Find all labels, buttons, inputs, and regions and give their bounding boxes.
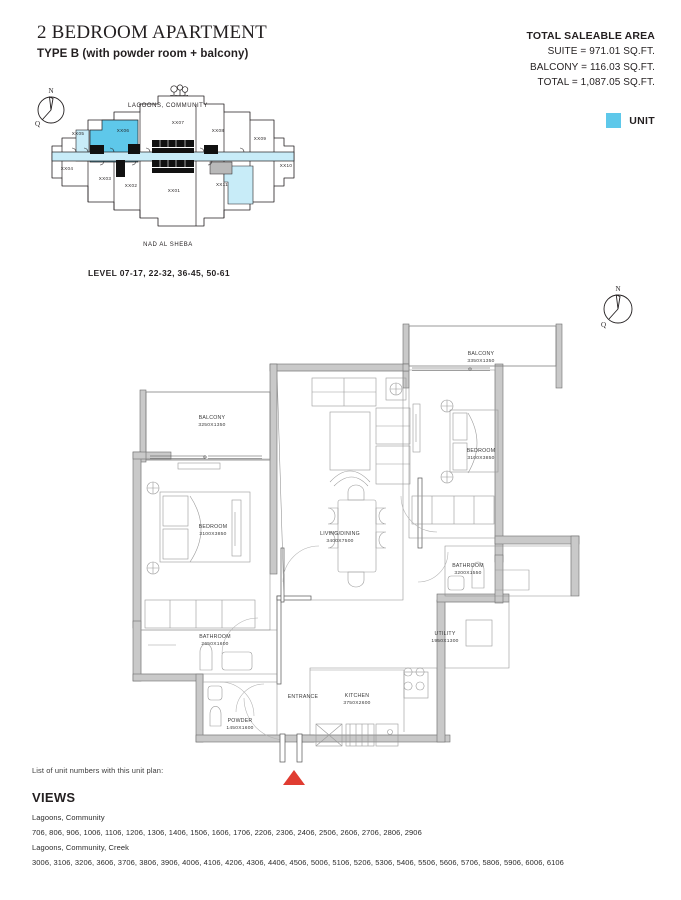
- utility-area: [444, 601, 510, 669]
- area-suite: SUITE = 971.01 SQ.FT.: [547, 46, 655, 58]
- dim-bedroom-left: 3100X3850: [199, 531, 226, 537]
- keyplan-unit-XX01: XX01: [168, 188, 181, 193]
- keyplan-context-bottom: NAD AL SHEBA: [143, 242, 193, 248]
- keyplan-unit-XX06: XX06: [117, 128, 130, 133]
- entry-marker-icon: [283, 770, 305, 785]
- keyplan-corridor: [51, 151, 295, 162]
- bedroom-left-area: [140, 458, 271, 631]
- views-group-numbers: 706, 806, 906, 1006, 1106, 1206, 1306, 1…: [32, 828, 422, 837]
- label-kitchen: KITCHEN: [345, 693, 370, 699]
- keyplan-unit-XX02: XX02: [125, 183, 138, 188]
- compass-north-label-2: N: [616, 285, 621, 293]
- label-balcony-left: BALCONY: [199, 415, 226, 421]
- area-total: TOTAL = 1,087.05 SQ.FT.: [537, 77, 655, 89]
- dim-balcony-right: 3350X1350: [467, 358, 494, 364]
- label-bedroom-left: BEDROOM: [199, 524, 228, 530]
- total-saleable-area: TOTAL SALEABLE AREA SUITE = 971.01 SQ.FT…: [527, 28, 655, 91]
- room-boundaries: [140, 369, 572, 736]
- balcony-outlines: [145, 325, 557, 461]
- bathroom-left-area: [140, 629, 278, 675]
- furniture-living: [311, 377, 411, 588]
- keyplan-door-arcs: [71, 147, 245, 166]
- keyplan-unit-XX05: XX05: [72, 131, 85, 136]
- page-title: 2 BEDROOM APARTMENT: [37, 22, 267, 43]
- compass-south-label-2: Q: [601, 321, 606, 329]
- label-bathroom-right: BATHROOM: [452, 563, 484, 569]
- dim-powder: 1450X1600: [226, 725, 253, 731]
- compass-keyplan: N Q: [32, 84, 72, 128]
- unit-list-label: List of unit numbers with this unit plan…: [32, 766, 164, 775]
- keyplan-unit-XX11: XX11: [216, 182, 228, 187]
- label-bathroom-left: BATHROOM: [199, 634, 231, 640]
- furniture-bedroom-right: [411, 399, 499, 525]
- floor-plan-drawing: BALCONY 3350X1350 BALCONY 3250X1350 BEDR…: [0, 300, 681, 770]
- views-group-title: Lagoons, Community, Creek: [32, 843, 129, 852]
- keyplan-unit-XX09: XX09: [254, 136, 267, 141]
- bathroom-right-area: [444, 545, 572, 597]
- bedroom-right-area: [408, 369, 496, 539]
- balcony-right-outline: [408, 325, 557, 367]
- keyplan-unit-labels: XX01 XX02 XX03 XX04 XX05 XX06 XX07 XX08 …: [61, 120, 293, 193]
- compass-floorplan: N Q: [598, 281, 640, 329]
- views-group-title: Lagoons, Community: [32, 813, 105, 822]
- interior-partitions: [276, 477, 423, 685]
- dim-bathroom-left: 2650X1600: [201, 641, 228, 647]
- living-area: [276, 370, 404, 601]
- kitchen-area: [309, 667, 438, 736]
- dim-bathroom-right: 3200X1550: [454, 570, 481, 576]
- key-plan-svg: XX01 XX02 XX03 XX04 XX05 XX06 XX07 XX08 …: [51, 95, 295, 227]
- key-plan: XX01 XX02 XX03 XX04 XX05 XX06 XX07 XX08 …: [28, 82, 308, 248]
- dim-bedroom-right: 3100X3850: [467, 455, 494, 461]
- label-powder: POWDER: [228, 718, 253, 724]
- powder-area: [202, 681, 278, 736]
- keyplan-highlight-unit-secondary: [209, 161, 254, 205]
- legend: UNIT: [606, 113, 655, 128]
- door-swings: [219, 495, 449, 741]
- label-entrance: ENTRANCE: [288, 694, 319, 700]
- views-group-lagoons-community-creek: Lagoons, Community, Creek 3006, 3106, 32…: [32, 843, 592, 869]
- keyplan-unit-XX03: XX03: [99, 176, 112, 181]
- dim-kitchen: 3750X2600: [343, 700, 370, 706]
- keyplan-unit-XX10: XX10: [280, 163, 293, 168]
- sliding-doors: [150, 367, 490, 459]
- views-group-numbers: 3006, 3106, 3206, 3606, 3706, 3806, 3906…: [32, 858, 564, 867]
- dim-balcony-left: 3250X1350: [198, 422, 225, 428]
- furniture-wet-areas: [148, 561, 530, 747]
- compass-north-label: N: [49, 87, 54, 95]
- furniture-bedroom-left: [144, 462, 256, 629]
- keyplan-unit-XX08: XX08: [212, 128, 225, 133]
- page-subtitle: TYPE B (with powder room + balcony): [37, 48, 249, 60]
- entry-door: [279, 733, 303, 763]
- views-group-lagoons-community: Lagoons, Community 706, 806, 906, 1006, …: [32, 813, 592, 839]
- dim-utility: 1950X1300: [431, 638, 458, 644]
- label-balcony-right: BALCONY: [468, 351, 495, 357]
- compass-south-label: Q: [35, 120, 40, 128]
- views-heading: VIEWS: [32, 790, 76, 805]
- area-balcony: BALCONY = 116.03 SQ.FT.: [529, 61, 655, 73]
- keyplan-unit-XX07: XX07: [172, 120, 185, 125]
- label-utility: UTILITY: [434, 631, 455, 637]
- label-bedroom-right: BEDROOM: [467, 448, 496, 454]
- room-labels: BALCONY 3350X1350 BALCONY 3250X1350 BEDR…: [198, 351, 495, 731]
- dim-living-dining: 3400X7500: [326, 538, 353, 544]
- label-living-dining: LIVING/DINING: [320, 531, 360, 537]
- unit-color-swatch: [606, 113, 622, 128]
- keyplan-context-top: LAGOONS, COMMUNITY: [128, 103, 208, 109]
- area-heading: TOTAL SALEABLE AREA: [526, 30, 655, 42]
- legend-label: UNIT: [629, 114, 655, 127]
- keyplan-unit-XX04: XX04: [61, 166, 74, 171]
- level-text: LEVEL 07-17, 22-32, 36-45, 50-61: [88, 268, 230, 278]
- keyplan-core: [90, 140, 218, 177]
- floor-plan-svg: BALCONY 3350X1350 BALCONY 3250X1350 BEDR…: [132, 323, 580, 763]
